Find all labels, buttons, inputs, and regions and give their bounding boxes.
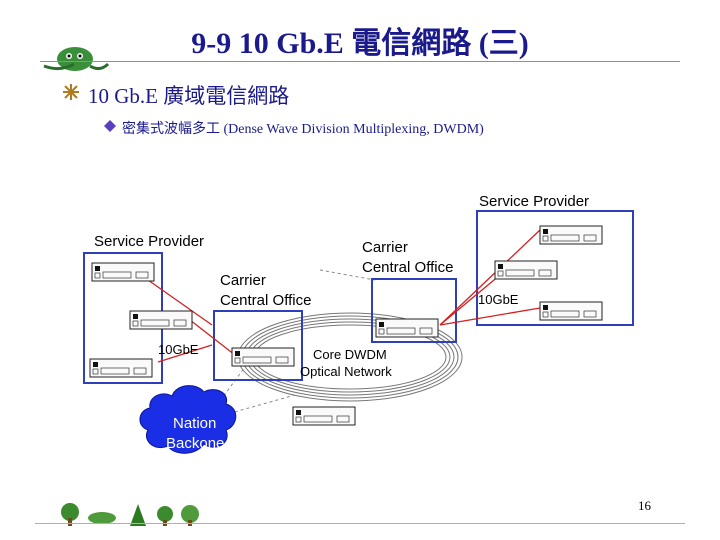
- right-provider-label: Service Provider: [479, 193, 589, 210]
- right-provider-box: [476, 210, 634, 326]
- left-co-device: [231, 347, 295, 367]
- left-provider-label: Service Provider: [94, 233, 204, 250]
- right-provider-device-2: [494, 260, 558, 280]
- right-provider-device-1: [539, 225, 603, 245]
- core-label-2: Optical Network: [300, 364, 392, 379]
- right-co-label-2: Central Office: [362, 259, 453, 276]
- left-provider-device-2: [129, 310, 193, 330]
- mascot-logo-icon: [43, 47, 110, 71]
- right-co-label-1: Carrier: [362, 239, 408, 256]
- right-provider-device-3: [539, 301, 603, 321]
- left-link-label: 10GbE: [158, 342, 199, 357]
- slide-title: 9-9 10 Gb.E 電信網路 (三): [191, 27, 529, 60]
- core-label-1: Core DWDM: [313, 347, 387, 362]
- left-provider-device-1: [91, 262, 155, 282]
- backbone-label-2: Backone: [166, 435, 224, 452]
- left-co-box: [213, 310, 303, 381]
- nation-backbone-cloud: [139, 385, 237, 454]
- left-provider-device-3: [89, 358, 153, 378]
- left-co-label-1: Carrier: [220, 272, 266, 289]
- left-co-label-2: Central Office: [220, 292, 311, 309]
- title-divider: [40, 61, 680, 62]
- footer-divider: [35, 523, 685, 524]
- page-number: 16: [638, 498, 651, 513]
- bullet-subitem: 密集式波幅多工 (Dense Wave Division Multiplexin…: [122, 122, 484, 137]
- red-links: [147, 229, 541, 363]
- right-link-label: 10GbE: [478, 292, 519, 307]
- bullet-star-icon: [63, 84, 79, 100]
- core-edge-device: [292, 406, 356, 426]
- trees-decoration-icon: [61, 503, 199, 526]
- backbone-label-1: Nation: [173, 415, 216, 432]
- right-co-device: [375, 318, 439, 338]
- bullet-heading: 10 Gb.E 廣域電信網路: [88, 84, 290, 108]
- bullet-diamond-icon: [104, 120, 116, 132]
